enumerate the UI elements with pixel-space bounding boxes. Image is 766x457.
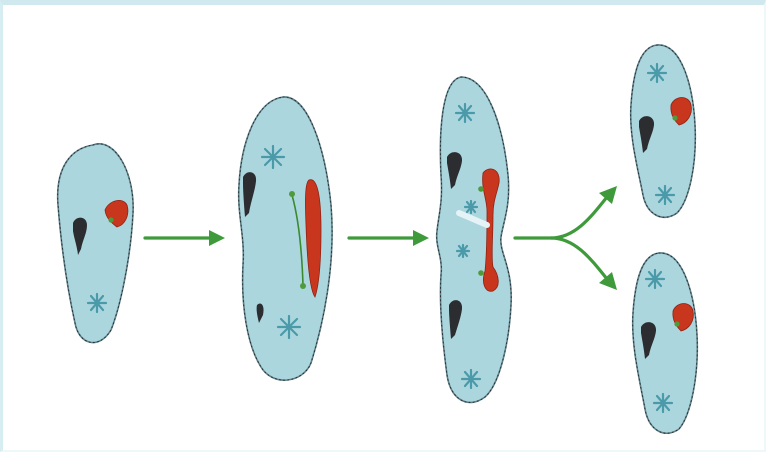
micronucleus-icon (672, 115, 677, 120)
contractile-vacuole-icon (646, 270, 664, 288)
daughter-cell-top (631, 45, 696, 217)
cell-body (437, 77, 512, 402)
diagram-canvas (3, 5, 766, 457)
contractile-vacuole-icon (457, 245, 469, 257)
micronucleus-icon (108, 217, 113, 222)
cell-body (58, 144, 133, 343)
contractile-vacuole-icon (88, 294, 106, 312)
contractile-vacuole-icon (465, 201, 477, 213)
arrow-icon (145, 230, 225, 246)
contractile-vacuole-icon (456, 104, 474, 122)
micronucleus-icon (478, 186, 484, 192)
dividing-cell (437, 77, 512, 402)
single-cell (58, 144, 133, 343)
contractile-vacuole-icon (262, 146, 284, 168)
micronucleus-icon (674, 321, 679, 326)
micronucleus-icon (478, 270, 484, 276)
micronucleus-icon (300, 283, 306, 289)
daughter-cell-bottom (633, 253, 698, 433)
contractile-vacuole-icon (648, 64, 666, 82)
contractile-vacuole-icon (654, 394, 672, 412)
contractile-vacuole-icon (462, 370, 480, 388)
micronucleus-icon (289, 191, 295, 197)
elongating-cell (239, 97, 332, 380)
arrow-icon (515, 186, 617, 290)
arrow-icon (349, 230, 429, 246)
contractile-vacuole-icon (656, 186, 674, 204)
contractile-vacuole-icon (278, 316, 300, 338)
